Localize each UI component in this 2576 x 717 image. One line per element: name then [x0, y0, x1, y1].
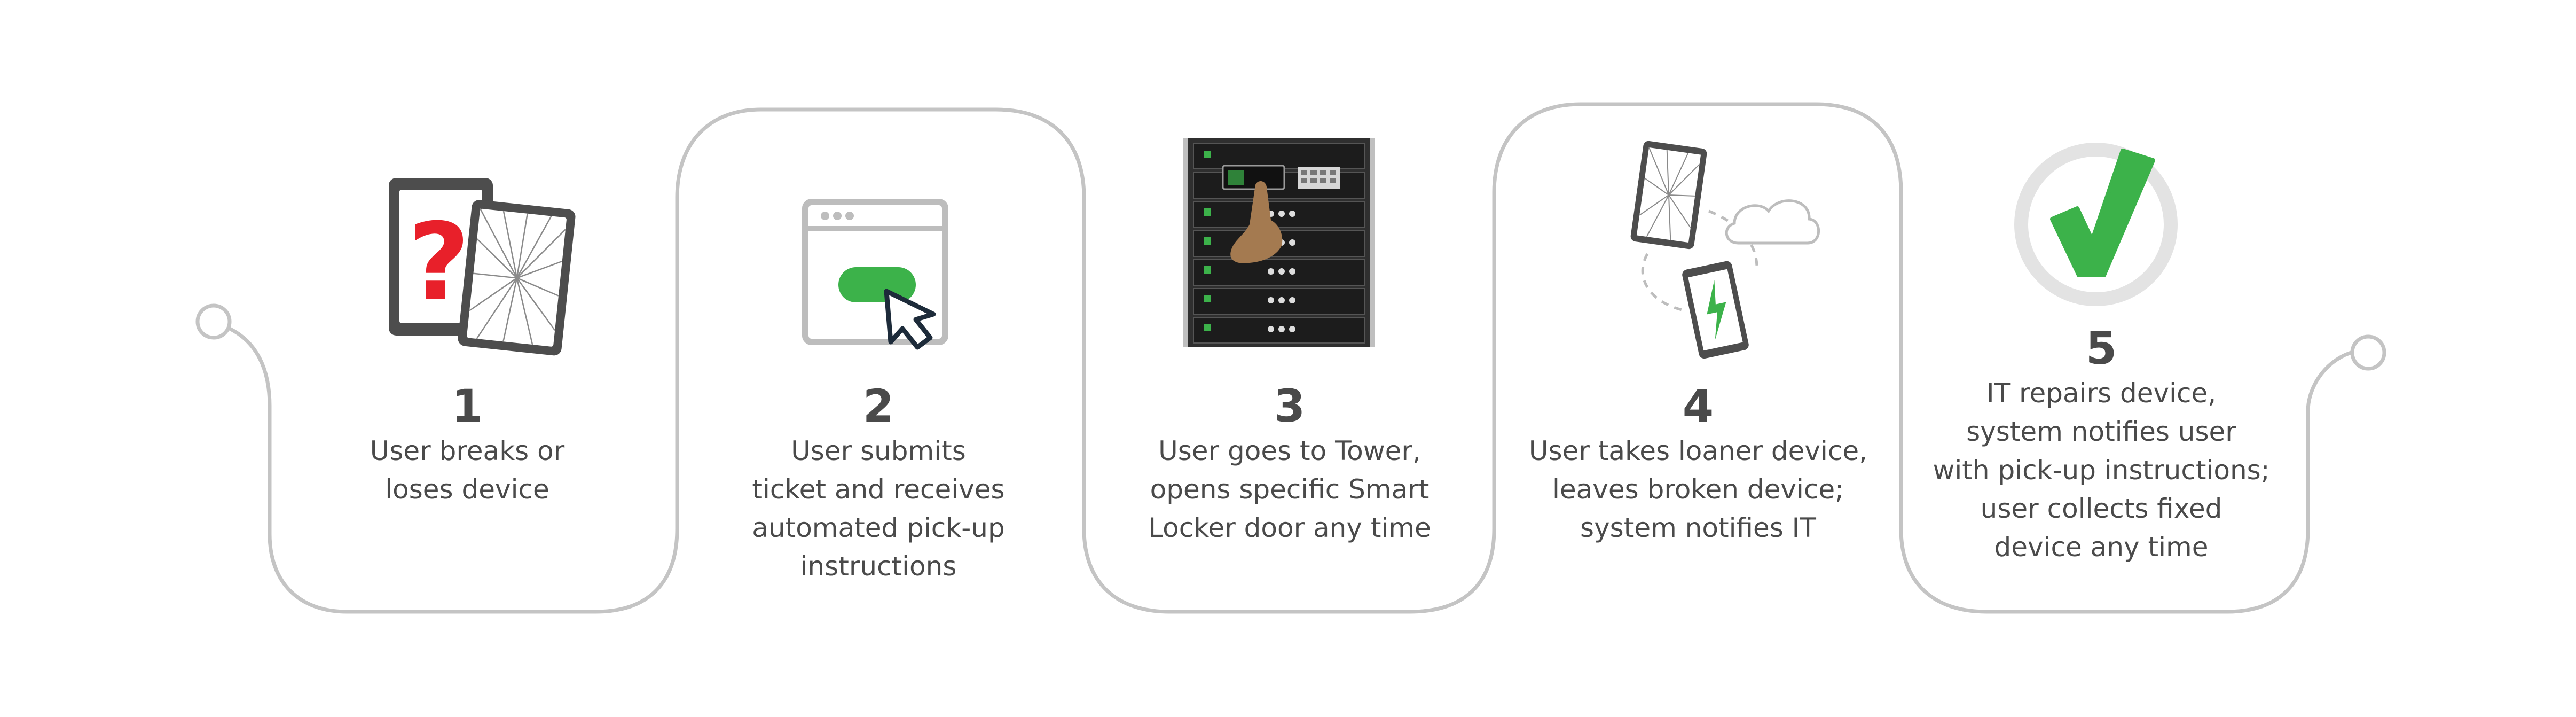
step-number: 4 — [1682, 380, 1714, 432]
step-number: 5 — [2085, 322, 2117, 375]
smart-locker-tower-icon — [1183, 138, 1375, 347]
step-description: User goes to Tower, opens specific Smart… — [1119, 432, 1460, 547]
step-number: 1 — [451, 380, 483, 432]
step-description-line: loses device — [385, 474, 549, 505]
step-description-line: with pick-up instructions; — [1933, 455, 2270, 486]
broken-tablets-icon: ? — [389, 178, 576, 356]
step-description-line: ticket and receives — [752, 474, 1005, 505]
step-2: 2 User submits ticket and receives autom… — [718, 384, 1039, 586]
step-description-line: user collects fixed — [1980, 493, 2222, 524]
connector-line — [229, 102, 2355, 614]
step-description-line: opens specific Smart — [1150, 474, 1430, 505]
step-description-line: device any time — [1994, 532, 2209, 563]
step-4: 4 User takes loaner device, leaves broke… — [1511, 384, 1885, 547]
step-description-line: system notifies IT — [1580, 512, 1816, 543]
step-description-line: leaves broken device; — [1552, 474, 1844, 505]
step-description-line: User breaks or — [370, 435, 565, 466]
step-description-line: User submits — [791, 435, 966, 466]
step-number: 3 — [1274, 380, 1306, 432]
step-description-line: system notifies user — [1966, 416, 2236, 447]
step-description-line: User takes loaner device, — [1528, 435, 1868, 466]
connector-end-node — [2350, 334, 2386, 371]
svg-text:?: ? — [408, 200, 470, 325]
step-description: User takes loaner device, leaves broken … — [1511, 432, 1885, 547]
step-description-line: IT repairs device, — [1986, 378, 2217, 409]
connector-start-node — [195, 303, 232, 340]
step-1: 1 User breaks or loses device — [307, 384, 627, 509]
step-number: 2 — [862, 380, 894, 432]
step-description: User submits ticket and receives automat… — [718, 432, 1039, 586]
step-5: 5 IT repairs device, system notifies use… — [1906, 326, 2296, 566]
step-description: IT repairs device, system notifies user … — [1906, 374, 2296, 566]
step-description-line: instructions — [800, 551, 957, 582]
device-cloud-sync-icon — [1630, 141, 1820, 359]
step-description-line: User goes to Tower, — [1158, 435, 1421, 466]
checkmark-circle-icon — [2014, 143, 2178, 306]
step-description-line: automated pick-up — [752, 512, 1005, 543]
step-3: 3 User goes to Tower, opens specific Sma… — [1119, 384, 1460, 547]
step-description: User breaks or loses device — [307, 432, 627, 509]
step-description-line: Locker door any time — [1148, 512, 1431, 543]
browser-click-icon — [802, 199, 948, 350]
